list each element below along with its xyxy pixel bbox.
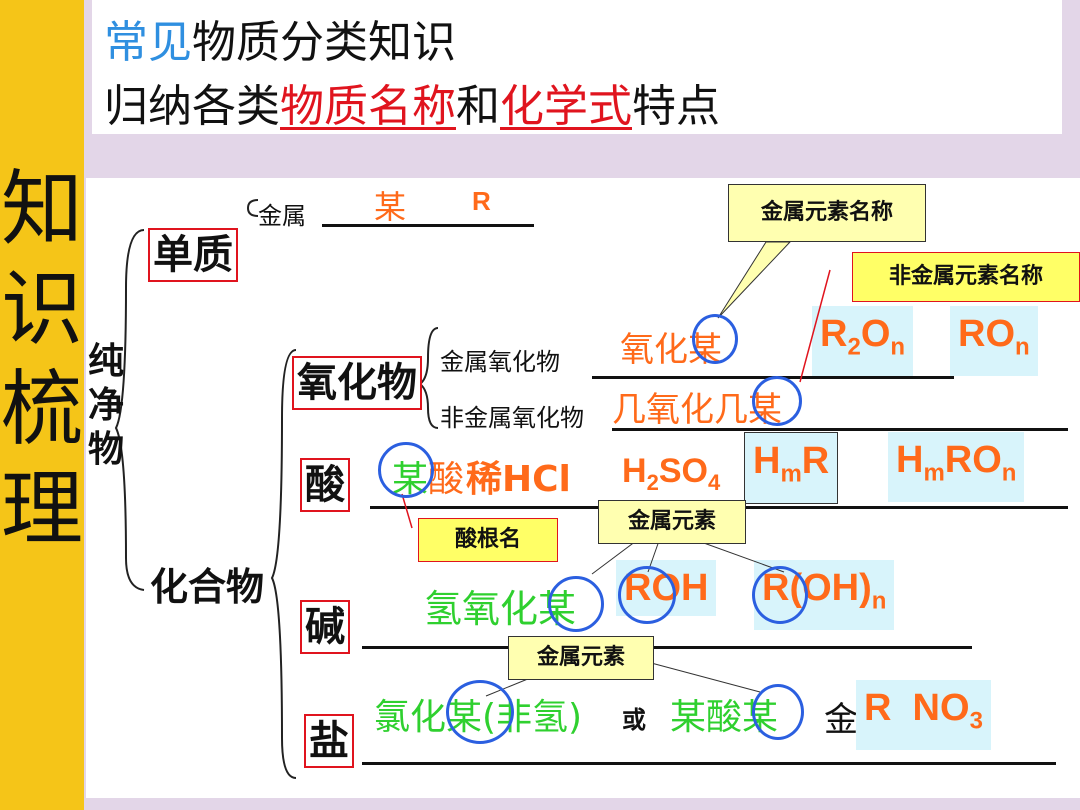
sidebar-title: 知识梳理 [0,162,83,557]
header-text: 和 [456,81,500,132]
header-highlight: 常见 [104,17,192,68]
formula-subscript: m [923,459,945,487]
compound-label: 化合物 [150,565,265,609]
metal-formula: R [472,186,491,216]
header: 常见物质分类知识 归纳各类物质名称和化学式特点 [92,0,1062,134]
header-line-2: 归纳各类物质名称和化学式特点 [104,70,720,134]
formula-subscript: n [1015,333,1030,361]
salt-or: 或 [622,706,646,734]
highlight-circle [618,566,676,624]
callout-acid-radical: 酸根名 [418,518,558,562]
formula-part: RO [944,439,1002,481]
formula-subscript: 4 [707,469,721,495]
bottom-strip [86,798,1080,810]
salt-box: 盐 [304,714,354,768]
formula-hmron: HmROn [888,432,1025,502]
formula-ron: ROn [950,306,1038,376]
answer-line [612,428,1068,431]
callout-metal-element: 金属元素 [508,636,654,680]
formula-subscript: n [1001,459,1017,487]
formula-part: SO [658,452,708,490]
pure-substance-label: 纯净物 [88,341,125,470]
acid-box: 酸 [300,458,350,512]
formula-hmr: HmR [744,432,839,504]
formula-part: H [896,439,924,481]
element-box: 单质 [148,228,238,282]
highlight-circle [548,576,604,632]
formula-part: O [860,313,891,355]
formula-part: H [753,440,781,482]
highlight-circle [692,314,738,364]
formula-part: R NO [864,687,970,729]
salt-tail: 金 [824,700,858,740]
header-text: 特点 [632,81,720,132]
base-box: 碱 [300,600,350,654]
formula-subscript: n [871,587,887,615]
highlight-circle [378,442,434,498]
callout-metal-element: 金属元素 [598,500,746,544]
metal-label: 金属 [258,202,306,230]
callout-nonmetal-element-name: 非金属元素名称 [852,252,1080,302]
formula-subscript: 2 [847,333,861,361]
oxide-box: 氧化物 [292,356,422,410]
nonmetal-oxide-label: 非金属氧化物 [440,404,584,432]
highlight-circle [752,684,804,740]
header-text: 归纳各类 [104,81,280,132]
formula-subscript: n [890,333,906,361]
callout-metal-element-name: 金属元素名称 [728,184,926,242]
answer-line [322,224,534,227]
formula-part: H [622,452,647,490]
sidebar [0,0,84,810]
acid-name-suffix: 酸 [428,459,465,500]
formula-part: R [801,440,830,482]
acid-example: 稀HCl [466,459,571,500]
header-keyword: 化学式 [500,81,632,132]
highlight-circle [446,680,514,744]
header-keyword: 物质名称 [280,81,456,132]
answer-line [362,762,1056,765]
highlight-circle [752,376,802,426]
formula-subscript: m [780,460,802,488]
header-text: 物质分类知识 [192,17,456,68]
highlight-circle [752,566,808,624]
formula-part: RO [958,313,1015,355]
header-line-1: 常见物质分类知识 [104,6,456,70]
formula-r2on: R2On [812,306,914,376]
formula-subscript: 3 [969,707,983,735]
formula-subscript: 2 [646,469,659,495]
metal-name: 某 [374,188,407,226]
acid-example-h2so4: H2SO4 [622,452,720,496]
formula-rno3: R NO3 [856,680,991,750]
answer-line [362,646,972,649]
metal-oxide-label: 金属氧化物 [440,348,560,376]
formula-part: R [820,313,848,355]
